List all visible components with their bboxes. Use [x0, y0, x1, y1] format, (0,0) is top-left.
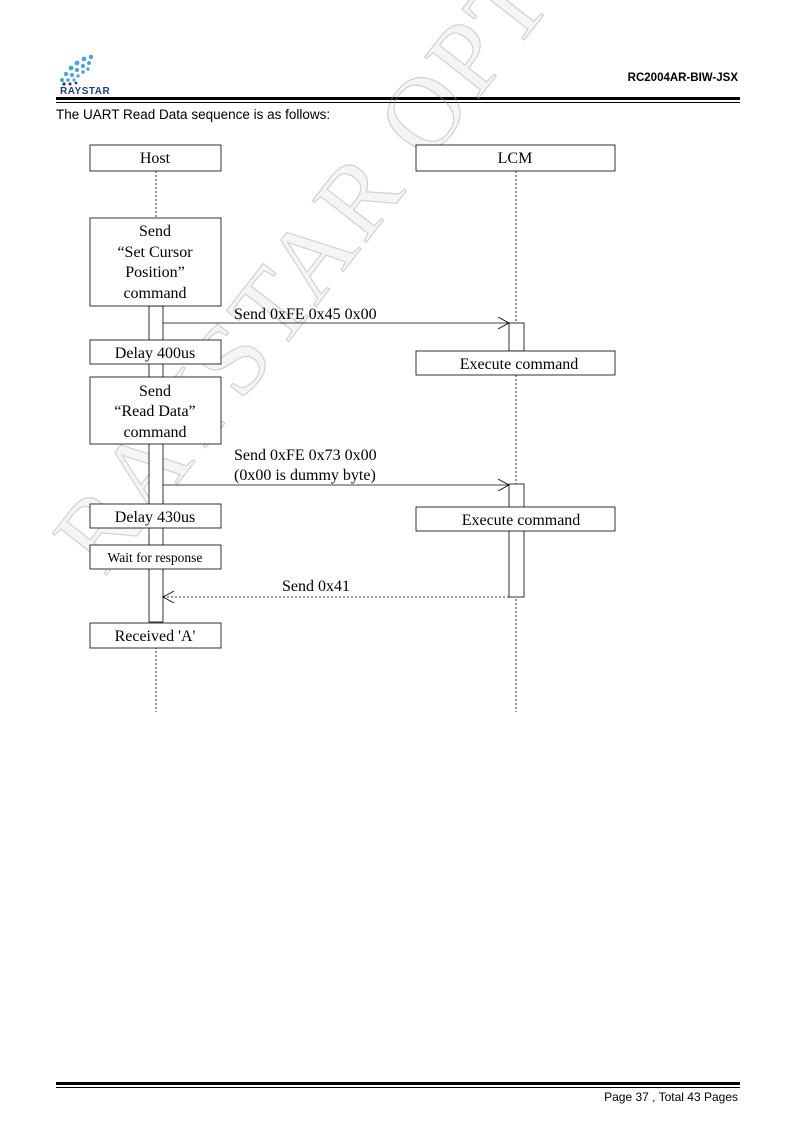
footer-rule — [56, 1082, 740, 1085]
exec1-box — [415, 350, 616, 376]
send-cursor-line1: Send — [139, 223, 171, 240]
wait-box — [89, 544, 222, 570]
msg2-label-2: (0x00 is dummy byte) — [234, 467, 376, 484]
host-label: Host — [140, 150, 171, 167]
send-read-data-box — [89, 376, 222, 445]
send-read-line3: command — [123, 424, 186, 441]
header-rule — [56, 97, 740, 100]
header-rule-thin — [56, 102, 740, 103]
msg1-label: Send 0xFE 0x45 0x00 — [234, 306, 377, 323]
lcm-label: LCM — [498, 150, 533, 167]
delay2-box — [89, 503, 222, 529]
send-cursor-line3: Position” — [125, 264, 185, 281]
exec2-box — [415, 506, 616, 532]
delay1-box — [89, 339, 222, 365]
model-number: RC2004AR-BIW-JSX — [627, 72, 738, 84]
lcm-activation-2 — [508, 483, 525, 598]
send-cursor-line2: “Set Cursor — [117, 244, 193, 261]
delay2-label: Delay 430us — [115, 509, 195, 526]
send-read-line1: Send — [139, 383, 171, 400]
logo-text: RAYSTAR — [60, 86, 111, 97]
send-cursor-line4: command — [123, 285, 186, 302]
response-label: Send 0x41 — [282, 578, 350, 595]
wait-label: Wait for response — [108, 550, 203, 565]
footer-rule-thin — [56, 1087, 740, 1088]
received-box — [89, 622, 222, 649]
intro-text: The UART Read Data sequence is as follow… — [56, 107, 331, 122]
send-read-line2: “Read Data” — [114, 403, 195, 420]
lcm-activation-1 — [508, 322, 525, 352]
raystar-logo-icon — [60, 54, 94, 86]
send-set-cursor-box — [89, 217, 222, 307]
exec2-label: Execute command — [462, 512, 581, 529]
lcm-header — [415, 144, 616, 172]
msg2-label-1: Send 0xFE 0x73 0x00 — [234, 447, 377, 464]
page-number: Page 37 , Total 43 Pages — [604, 1090, 738, 1104]
received-label: Received 'A' — [115, 628, 196, 645]
host-header — [89, 144, 222, 172]
exec1-label: Execute command — [460, 356, 579, 373]
delay1-label: Delay 400us — [115, 345, 195, 362]
